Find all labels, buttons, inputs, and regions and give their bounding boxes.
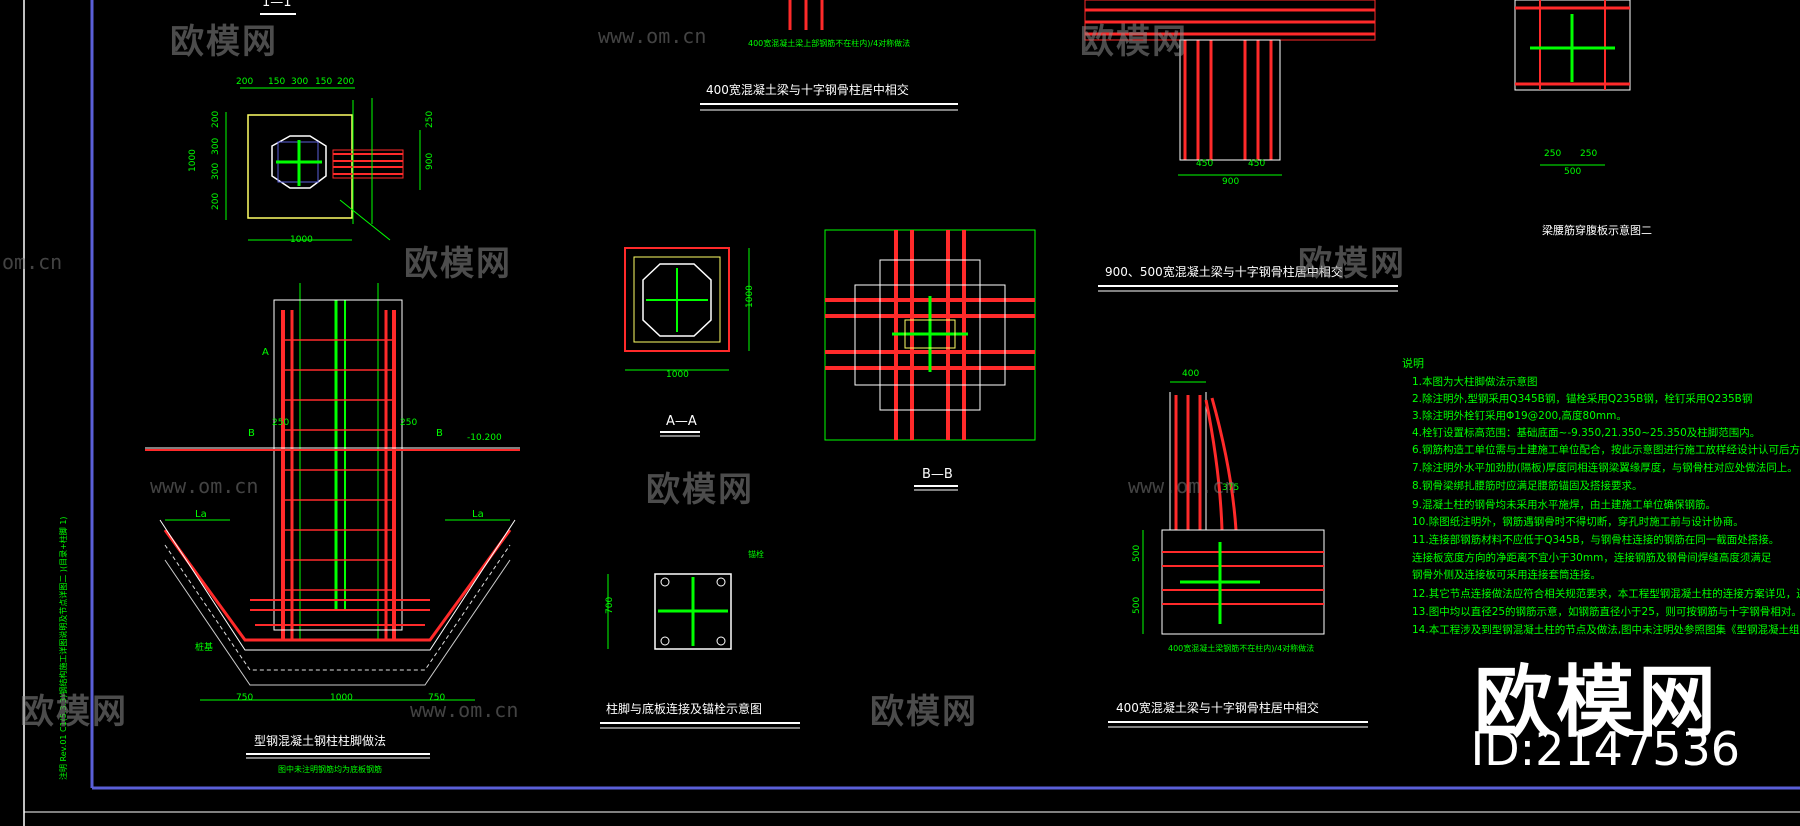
brand-logo-text: 欧模网 xyxy=(1473,658,1720,748)
note-11b: 连接板宽度方向的净距离不宜小于30mm，连接钢筋及钢骨间焊缝高度须满足 xyxy=(1412,551,1772,564)
label-pile: 桩基 xyxy=(195,641,213,653)
brand-id: ID:2147536 xyxy=(1470,722,1740,776)
note-3: 3.除注明外栓钉采用Φ19@200,高度80mm。 xyxy=(1412,409,1627,422)
title-column-base: 型钢混凝土钢柱柱脚做法 xyxy=(254,733,386,748)
section-b-b: B—B xyxy=(824,229,1036,491)
title-web-detail: 梁腰筋穿腹板示意图二 xyxy=(1542,223,1652,237)
note-6: 6.钢筋构造工单位需与土建施工单位配合，按此示意图进行施工放样经设计认可后方可施… xyxy=(1412,443,1800,456)
dim-750-left: 750 xyxy=(236,693,253,703)
label-la-right: La xyxy=(472,509,484,520)
dim-bottom-1000: 1000 xyxy=(290,235,313,245)
dim-web-500: 500 xyxy=(1564,167,1581,177)
note-7: 7.除注明外水平加劲肋(隔板)厚度同相连钢梁翼缘厚度，与钢骨柱对应处做法同上。 xyxy=(1412,461,1798,474)
dim-900-450b: 450 xyxy=(1248,159,1265,169)
dim-aa-1000v: 1000 xyxy=(745,285,755,308)
note-10: 10.除图纸注明外，钢筋遇钢骨时不得切断，穿孔时施工前与设计协商。 xyxy=(1412,515,1744,528)
dim-left-300b: 300 xyxy=(211,163,221,180)
dim-left-300: 300 xyxy=(211,138,221,155)
anchor-plate-detail: 700 锚栓 柱脚与底板连接及锚栓示意图 xyxy=(600,549,800,729)
note-11c: 钢骨外侧及连接板可采用连接套筒连接。 xyxy=(1412,568,1601,581)
dim-web-250a: 250 xyxy=(1544,149,1561,159)
dim-right-250: 250 xyxy=(425,111,435,128)
dim-beam-375: 375 xyxy=(1222,483,1239,493)
dim-left-1000: 1000 xyxy=(188,149,198,172)
dim-750-right: 750 xyxy=(428,693,445,703)
beam-400-detail: 400 375 500 500 400宽混凝土梁钢筋不在柱内)/4对称做法 40… xyxy=(1108,369,1368,728)
dim-left-200b: 200 xyxy=(211,193,221,210)
drawing-frame xyxy=(23,0,1800,826)
title-anchor-plate: 柱脚与底板连接及锚栓示意图 xyxy=(606,701,762,716)
title-400-bottom: 400宽混凝土梁与十字钢骨柱居中相交 xyxy=(1116,700,1319,715)
label-anchor: 锚栓 xyxy=(748,549,764,559)
note-12: 12.其它节点连接做法应符合相关规范要求，本工程型钢混凝土柱的连接方案详见，连接… xyxy=(1412,587,1800,600)
dim-aa-1000: 1000 xyxy=(666,370,689,380)
section-label-a-a: A—A xyxy=(666,414,697,429)
dim-right-900: 900 xyxy=(425,153,435,170)
notes-block: 说明 1.本图为大柱脚做法示意图 2.除注明外,型钢采用Q345B钢，锚栓采用Q… xyxy=(1402,356,1800,636)
small-note-400: 400宽混凝土梁钢筋不在柱内)/4对称做法 xyxy=(1168,643,1314,653)
dim-900-900: 900 xyxy=(1222,177,1239,187)
plan-1-1: 1—1 200 150 300 150 200 1000 200 300 300… xyxy=(188,0,435,245)
section-label-1-1: 1—1 xyxy=(262,0,292,10)
note-4: 4.栓钉设置标高范围：基础底面~-9.350,21.350~25.350及柱脚范… xyxy=(1412,426,1760,439)
note-13: 13.图中均以直径25的钢筋示意，如钢筋直径小于25，则可按钢筋与十字钢骨相对。 xyxy=(1412,605,1800,618)
column-base-section: La La A B B -10.200 250 250 750 1000 750… xyxy=(145,283,520,774)
label-a-top: A xyxy=(262,347,269,358)
dim-beam-500b: 500 xyxy=(1132,597,1142,614)
dim-top-200b: 200 xyxy=(337,77,354,87)
label-b-right: B xyxy=(436,428,443,439)
label-level: -10.200 xyxy=(467,433,502,443)
label-b-left: B xyxy=(248,428,255,439)
dim-left-200: 200 xyxy=(211,111,221,128)
dim-top-200: 200 xyxy=(236,77,253,87)
section-label-b-b: B—B xyxy=(922,467,953,482)
note-11: 11.连接部钢筋材料不应低于Q345B，与钢骨柱连接的钢筋在同一截面处搭接。 xyxy=(1412,533,1779,546)
dim-anchor-700: 700 xyxy=(605,597,615,614)
label-la-left: La xyxy=(195,509,207,520)
dim-top-300: 300 xyxy=(291,77,308,87)
subtitle-column-base: 图中未注明钢筋均为底板钢筋 xyxy=(278,764,382,774)
dim-beam-500a: 500 xyxy=(1132,545,1142,562)
note-2: 2.除注明外,型钢采用Q345B钢，锚栓采用Q235B钢，栓钉采用Q235B钢 xyxy=(1412,392,1752,405)
note-9: 9.混凝土柱的钢骨均未采用水平施焊，由土建施工单位确保钢筋。 xyxy=(1412,498,1716,511)
dim-top-150b: 150 xyxy=(315,77,332,87)
section-a-a: 400宽混凝土梁上部钢筋不在柱内)/4对称做法 400宽混凝土梁与十字钢骨柱居中… xyxy=(624,0,958,437)
dim-250b: 250 xyxy=(400,418,417,428)
dim-1000-mid: 1000 xyxy=(330,693,353,703)
left-vertical-caption: 注明 Rev.01 C1(5.3.3)钢结构施工详图说明及节点详图二 )(目录+… xyxy=(58,516,68,780)
dim-top-150a: 150 xyxy=(268,77,285,87)
dim-web-250b: 250 xyxy=(1580,149,1597,159)
note-14: 14.本工程涉及到型钢混凝土柱的节点及做法,图中未注明处参照图集《型钢混凝土组合… xyxy=(1412,623,1800,636)
notes-title: 说明 xyxy=(1402,356,1424,370)
title-900-500: 900、500宽混凝土梁与十字钢骨柱居中相交 xyxy=(1105,264,1343,279)
dim-250: 250 xyxy=(272,418,289,428)
top-partial-note: 400宽混凝土梁上部钢筋不在柱内)/4对称做法 xyxy=(748,38,910,48)
note-1: 1.本图为大柱脚做法示意图 xyxy=(1412,375,1538,388)
dim-beam-400: 400 xyxy=(1182,369,1199,379)
beam-900-500-detail: 450 450 900 900、500宽混凝土梁与十字钢骨柱居中相交 xyxy=(1084,0,1398,292)
dim-900-450a: 450 xyxy=(1196,159,1213,169)
note-8: 8.钢骨梁绑扎腰筋时应满足腰筋锚固及搭接要求。 xyxy=(1412,479,1643,492)
web-penetration-detail: 250 250 500 梁腰筋穿腹板示意图二 xyxy=(1514,0,1652,237)
title-400-top: 400宽混凝土梁与十字钢骨柱居中相交 xyxy=(706,82,909,97)
